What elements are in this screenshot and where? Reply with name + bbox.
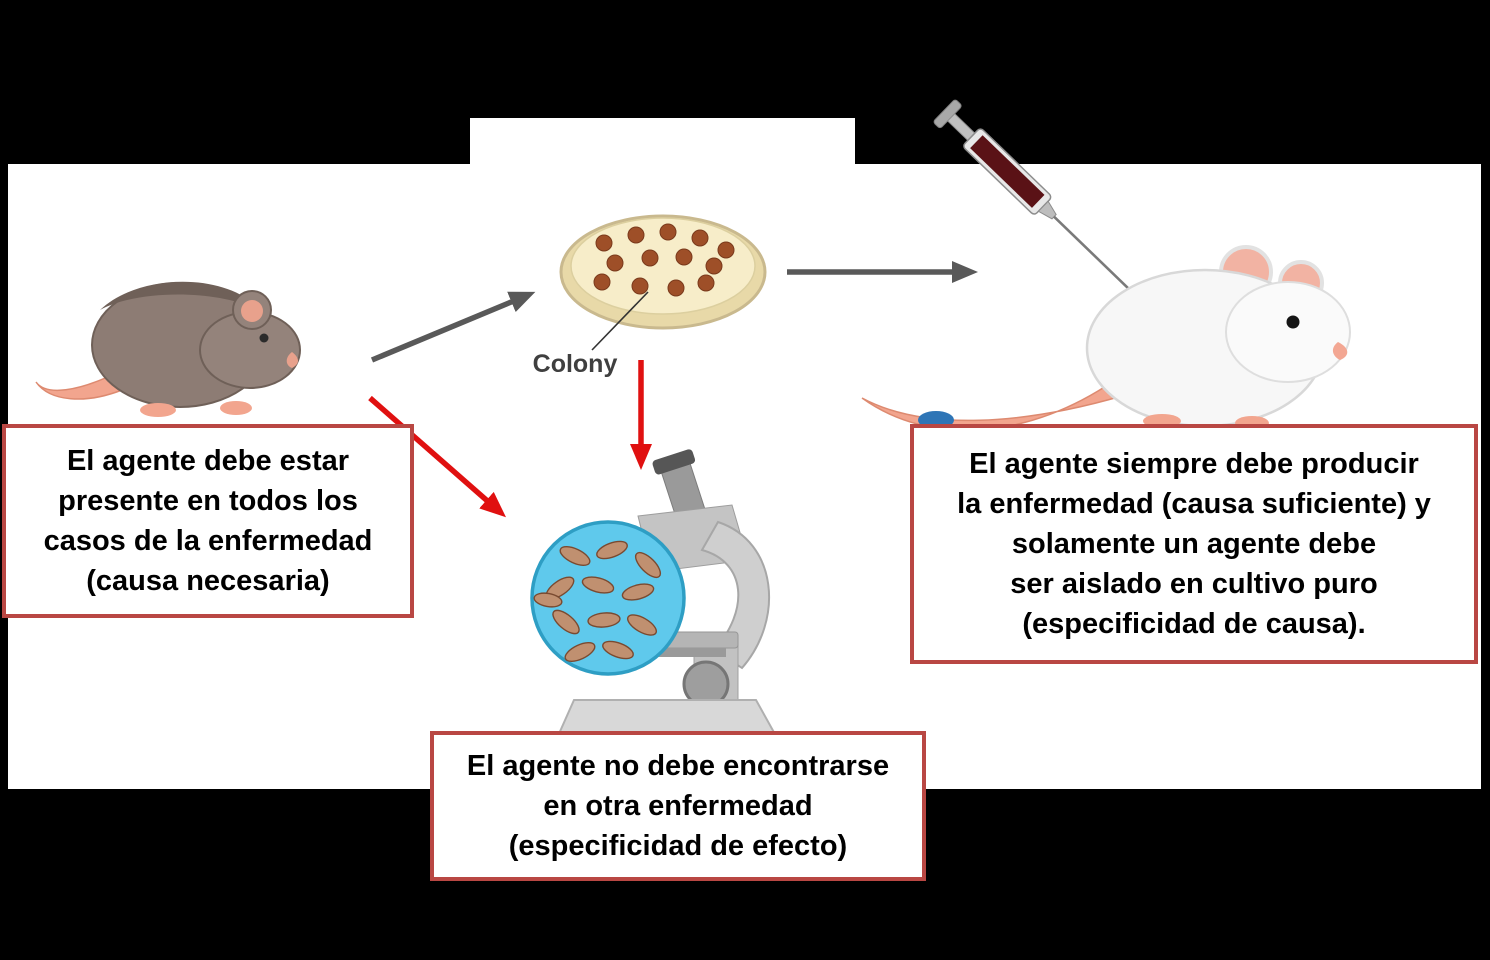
arrow-mouse-to-microscope: [368, 395, 507, 518]
healthy-mouse-tail: [861, 376, 1123, 431]
colony-dots: [593, 223, 735, 297]
syringe-tip: [1037, 200, 1057, 220]
bacteria-cells: [533, 540, 662, 662]
panel-top-notch: [470, 118, 855, 168]
caption-text-effect-specificity: El agente no debe encontrarse en otra en…: [466, 749, 890, 862]
microscope-view-circle: [530, 520, 686, 676]
caption-text-sufficient-cause: El agente siempre debe producir la enfer…: [957, 447, 1431, 641]
microscope-arm: [700, 520, 770, 670]
microscope-eyepiece-cap: [652, 449, 696, 475]
sick-mouse-snout: [286, 352, 298, 368]
sick-mouse-inner-ear: [241, 300, 263, 322]
syringe-fluid: [970, 135, 1045, 208]
healthy-mouse-illustration: [861, 245, 1351, 431]
healthy-mouse-snout: [1332, 342, 1348, 360]
sick-mouse-rear-foot: [140, 403, 176, 417]
caption-box-necessary-cause: El agente debe estar presente en todos l…: [2, 424, 414, 618]
sick-mouse-illustration: [35, 281, 301, 417]
arrow-mouse-to-dish: [370, 291, 536, 363]
colony-label: Colony: [533, 350, 618, 378]
colony-pointer-line: [591, 291, 649, 351]
syringe-needle: [1053, 215, 1130, 290]
sick-mouse-eye: [259, 333, 269, 343]
caption-box-sufficient-cause: El agente siempre debe producir la enfer…: [910, 424, 1478, 664]
petri-dish-illustration: Colony: [533, 214, 767, 378]
sick-mouse-front-foot: [220, 401, 252, 415]
sick-mouse-back-shading: [100, 281, 262, 312]
caption-box-effect-specificity: El agente no debe encontrarse en otra en…: [430, 731, 926, 881]
syringe-illustration: [933, 99, 1130, 290]
sick-mouse-tail: [35, 370, 123, 400]
healthy-mouse-eye: [1286, 315, 1300, 329]
caption-text-necessary-cause: El agente debe estar presente en todos l…: [43, 444, 373, 598]
healthy-mouse-head: [1225, 281, 1351, 383]
